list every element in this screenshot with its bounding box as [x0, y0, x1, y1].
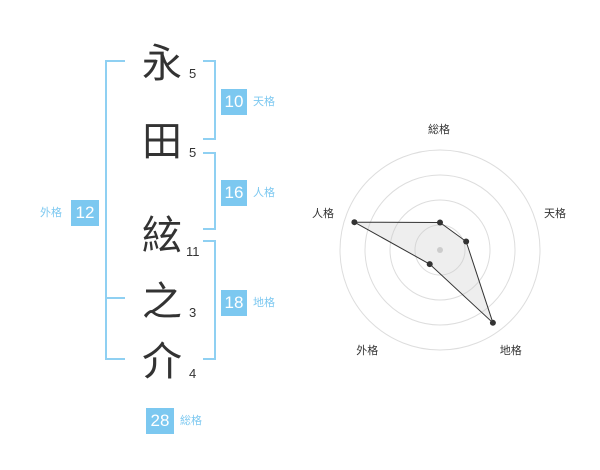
radar-ring-2 — [389, 199, 491, 301]
radar-axis-label-1: 天格 — [544, 207, 567, 221]
jinkaku-bracket — [203, 152, 216, 230]
chikaku-label: 地格 — [253, 296, 275, 309]
radar-axis-label-2: 地格 — [499, 343, 522, 357]
radar-point-1 — [463, 238, 470, 245]
soukaku-value: 28 — [146, 408, 174, 434]
jinkaku-label: 人格 — [253, 186, 275, 199]
tenkaku-value: 10 — [221, 89, 247, 115]
soukaku-label: 総格 — [180, 414, 202, 427]
stroke-count-4: 3 — [189, 305, 197, 320]
radar-axis-label-4: 人格 — [311, 207, 334, 221]
gaikaku-value: 12 — [71, 200, 99, 226]
gaikaku-label: 外格 — [40, 206, 62, 219]
stroke-count-3: 11 — [186, 244, 200, 259]
name-char-5: 介 — [142, 339, 182, 385]
radar-ring-4 — [339, 149, 541, 351]
name-char-2: 田 — [142, 119, 182, 165]
radar-point-0 — [437, 219, 443, 226]
stroke-count-5: 4 — [189, 366, 197, 381]
jinkaku-value: 16 — [221, 180, 247, 206]
chikaku-value: 18 — [221, 290, 247, 316]
radar-axis-label-3: 外格 — [356, 343, 379, 357]
gaikaku-bracket-tick — [105, 297, 125, 299]
tenkaku-label: 天格 — [253, 95, 275, 108]
radar-series-polygon — [354, 221, 494, 324]
radar-axis-label-0: 総格 — [428, 123, 450, 136]
radar-point-2 — [489, 319, 496, 326]
gaikaku-bracket — [105, 60, 125, 360]
name-char-4: 之 — [142, 279, 182, 325]
radar-point-4 — [351, 219, 358, 226]
stroke-count-1: 5 — [189, 66, 197, 81]
chikaku-bracket — [203, 240, 216, 360]
tenkaku-bracket — [203, 60, 216, 140]
stroke-count-2: 5 — [189, 145, 197, 160]
radar-center-dot — [437, 247, 443, 253]
radar-ring-3 — [364, 174, 516, 326]
radar-point-3 — [426, 261, 433, 268]
name-char-1: 永 — [142, 41, 182, 87]
name-char-3: 絃 — [142, 213, 182, 259]
